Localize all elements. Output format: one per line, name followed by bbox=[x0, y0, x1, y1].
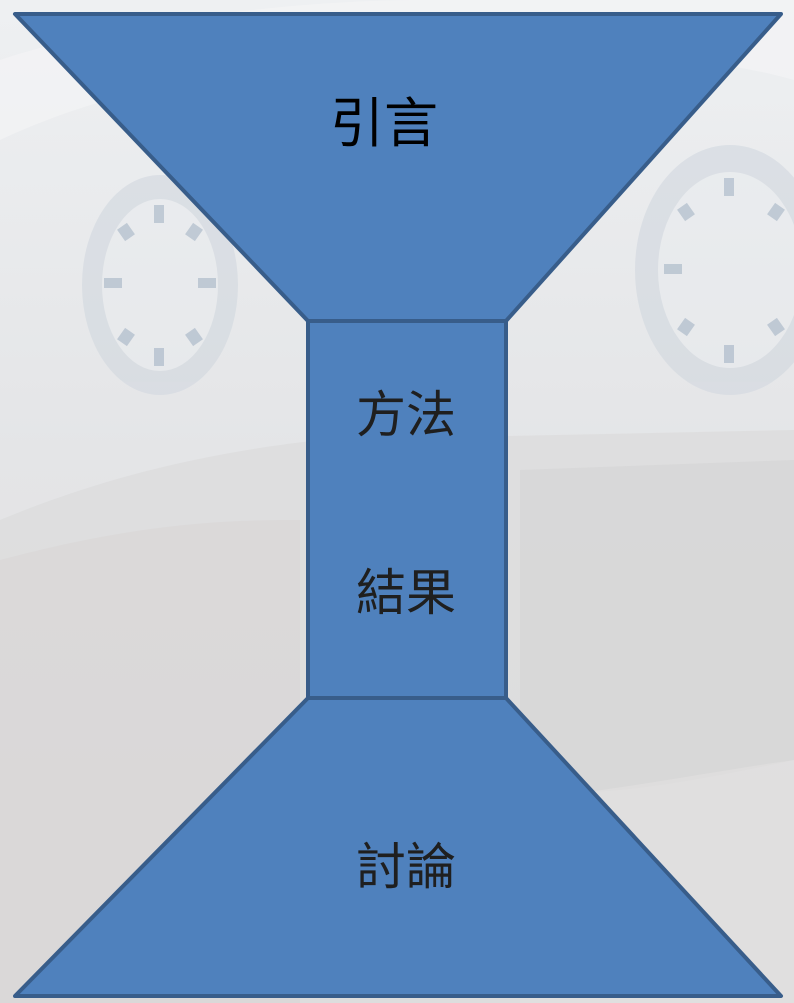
bottom-trapezoid-discussion bbox=[13, 696, 783, 998]
label-method: 方法 bbox=[356, 386, 456, 444]
middle-rectangle-method-result bbox=[306, 319, 508, 700]
label-result: 結果 bbox=[356, 564, 456, 622]
left-gauge-decoration bbox=[82, 175, 238, 395]
hourglass-shapes bbox=[13, 12, 783, 998]
right-gauge-decoration bbox=[635, 145, 794, 395]
label-discussion: 討論 bbox=[356, 838, 456, 896]
label-intro: 引言 bbox=[330, 92, 438, 155]
